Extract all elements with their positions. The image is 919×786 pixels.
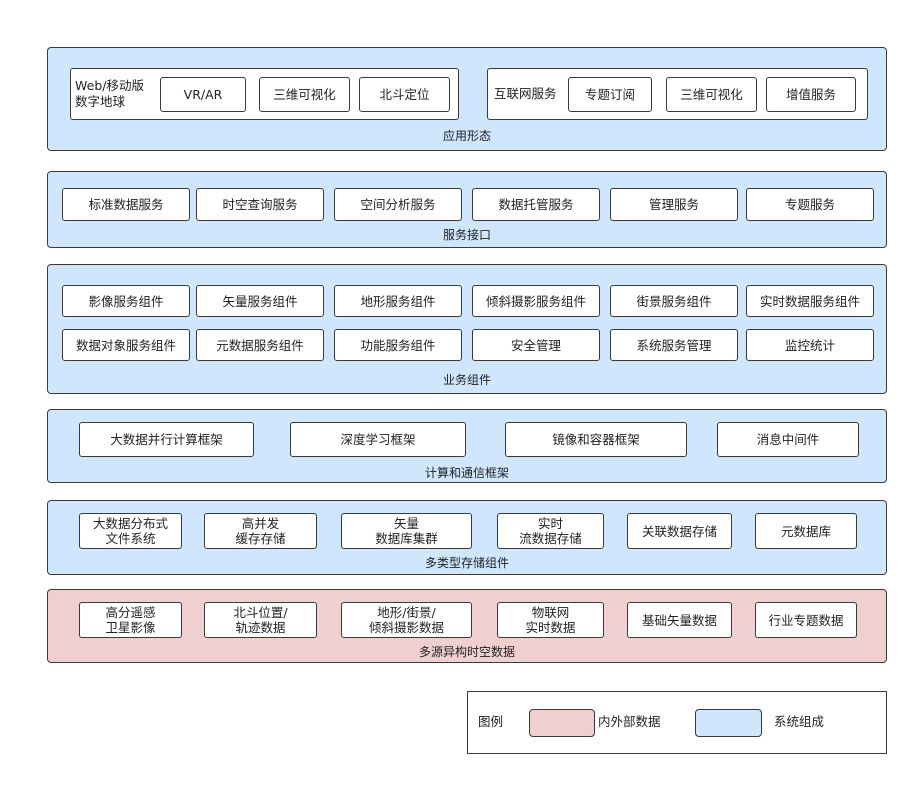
biz-vector-component: 矢量服务组件 xyxy=(196,285,324,317)
store-relational: 关联数据存储 xyxy=(627,513,732,549)
fw-bigdata-parallel: 大数据并行计算框架 xyxy=(79,422,254,457)
data-hires-satellite: 高分遥感 卫星影像 xyxy=(79,602,182,638)
biz-streetview-component: 街景服务组件 xyxy=(610,285,738,317)
svc-standard-data: 标准数据服务 xyxy=(62,188,190,221)
data-beidou-trajectory: 北斗位置/ 轨迹数据 xyxy=(204,602,317,638)
app-group-web-mobile: Web/移动版 数字地球 VR/AR 三维可视化 北斗定位 xyxy=(70,68,459,120)
legend-label-system: 系统组成 xyxy=(774,714,825,729)
biz-terrain-component: 地形服务组件 xyxy=(334,285,462,317)
svc-spatiotemporal-query: 时空查询服务 xyxy=(196,188,324,221)
svc-spatial-analysis: 空间分析服务 xyxy=(334,188,462,221)
biz-realtime-component: 实时数据服务组件 xyxy=(746,285,874,317)
layer-storage: 大数据分布式 文件系统 高并发 缓存存储 矢量 数据库集群 实时 流数据存储 关… xyxy=(47,500,887,575)
layer-title-storage: 多类型存储组件 xyxy=(424,556,509,570)
app-item-topic-subscription: 专题订阅 xyxy=(568,77,652,112)
biz-system-service-management: 系统服务管理 xyxy=(610,329,738,361)
biz-imagery-component: 影像服务组件 xyxy=(62,285,190,317)
svc-management: 管理服务 xyxy=(610,188,738,221)
app-item-beidou-positioning: 北斗定位 xyxy=(359,77,450,112)
layer-title-application: 应用形态 xyxy=(442,129,491,143)
fw-image-container: 镜像和容器框架 xyxy=(505,422,687,457)
legend-swatch-system xyxy=(695,709,762,737)
data-iot-realtime: 物联网 实时数据 xyxy=(497,602,604,638)
layer-compute-framework: 大数据并行计算框架 深度学习框架 镜像和容器框架 消息中间件 计算和通信框架 xyxy=(47,409,887,483)
store-metadata-db: 元数据库 xyxy=(755,513,857,549)
layer-service-interface: 标准数据服务 时空查询服务 空间分析服务 数据托管服务 管理服务 专题服务 服务… xyxy=(47,171,887,248)
data-terrain-streetview-oblique: 地形/街景/ 倾斜摄影数据 xyxy=(341,602,472,638)
biz-oblique-photo-component: 倾斜摄影服务组件 xyxy=(472,285,600,317)
app-item-3d-visualization: 三维可视化 xyxy=(259,77,350,112)
layer-data-sources: 高分遥感 卫星影像 北斗位置/ 轨迹数据 地形/街景/ 倾斜摄影数据 物联网 实… xyxy=(47,589,887,663)
fw-deep-learning: 深度学习框架 xyxy=(290,422,466,457)
layer-title-business-components: 业务组件 xyxy=(442,373,491,387)
layer-title-service-interface: 服务接口 xyxy=(442,228,491,242)
layer-title-compute-framework: 计算和通信框架 xyxy=(424,466,509,480)
app-item-3d-visualization-2: 三维可视化 xyxy=(666,77,757,112)
app-item-value-added: 增值服务 xyxy=(766,77,856,112)
legend-label-data: 内外部数据 xyxy=(598,714,661,729)
fw-message-middleware: 消息中间件 xyxy=(717,422,859,457)
layer-business-components: 影像服务组件 矢量服务组件 地形服务组件 倾斜摄影服务组件 街景服务组件 实时数… xyxy=(47,264,887,394)
biz-metadata-component: 元数据服务组件 xyxy=(196,329,324,361)
store-vector-db-cluster: 矢量 数据库集群 xyxy=(341,513,472,549)
data-base-vector: 基础矢量数据 xyxy=(627,602,732,638)
store-distributed-fs: 大数据分布式 文件系统 xyxy=(79,513,182,549)
biz-security-management: 安全管理 xyxy=(472,329,600,361)
legend-swatch-data xyxy=(529,709,595,737)
layer-title-data-sources: 多源异构时空数据 xyxy=(418,645,515,659)
svc-topic: 专题服务 xyxy=(746,188,874,221)
app-item-vr-ar: VR/AR xyxy=(160,77,246,112)
store-cache: 高并发 缓存存储 xyxy=(204,513,317,549)
svc-data-hosting: 数据托管服务 xyxy=(472,188,600,221)
biz-monitoring-statistics: 监控统计 xyxy=(746,329,874,361)
app-group-internet: 互联网服务 专题订阅 三维可视化 增值服务 xyxy=(487,68,868,120)
legend-title: 图例 xyxy=(478,714,504,729)
store-stream: 实时 流数据存储 xyxy=(497,513,604,549)
layer-application: Web/移动版 数字地球 VR/AR 三维可视化 北斗定位 互联网服务 专题订阅… xyxy=(47,47,887,151)
app-group-web-mobile-label: Web/移动版 数字地球 xyxy=(75,78,144,109)
data-industry-topic: 行业专题数据 xyxy=(755,602,857,638)
app-group-internet-label: 互联网服务 xyxy=(494,86,557,101)
biz-function-component: 功能服务组件 xyxy=(334,329,462,361)
biz-data-object-component: 数据对象服务组件 xyxy=(62,329,190,361)
legend: 图例 内外部数据 系统组成 xyxy=(467,691,887,754)
